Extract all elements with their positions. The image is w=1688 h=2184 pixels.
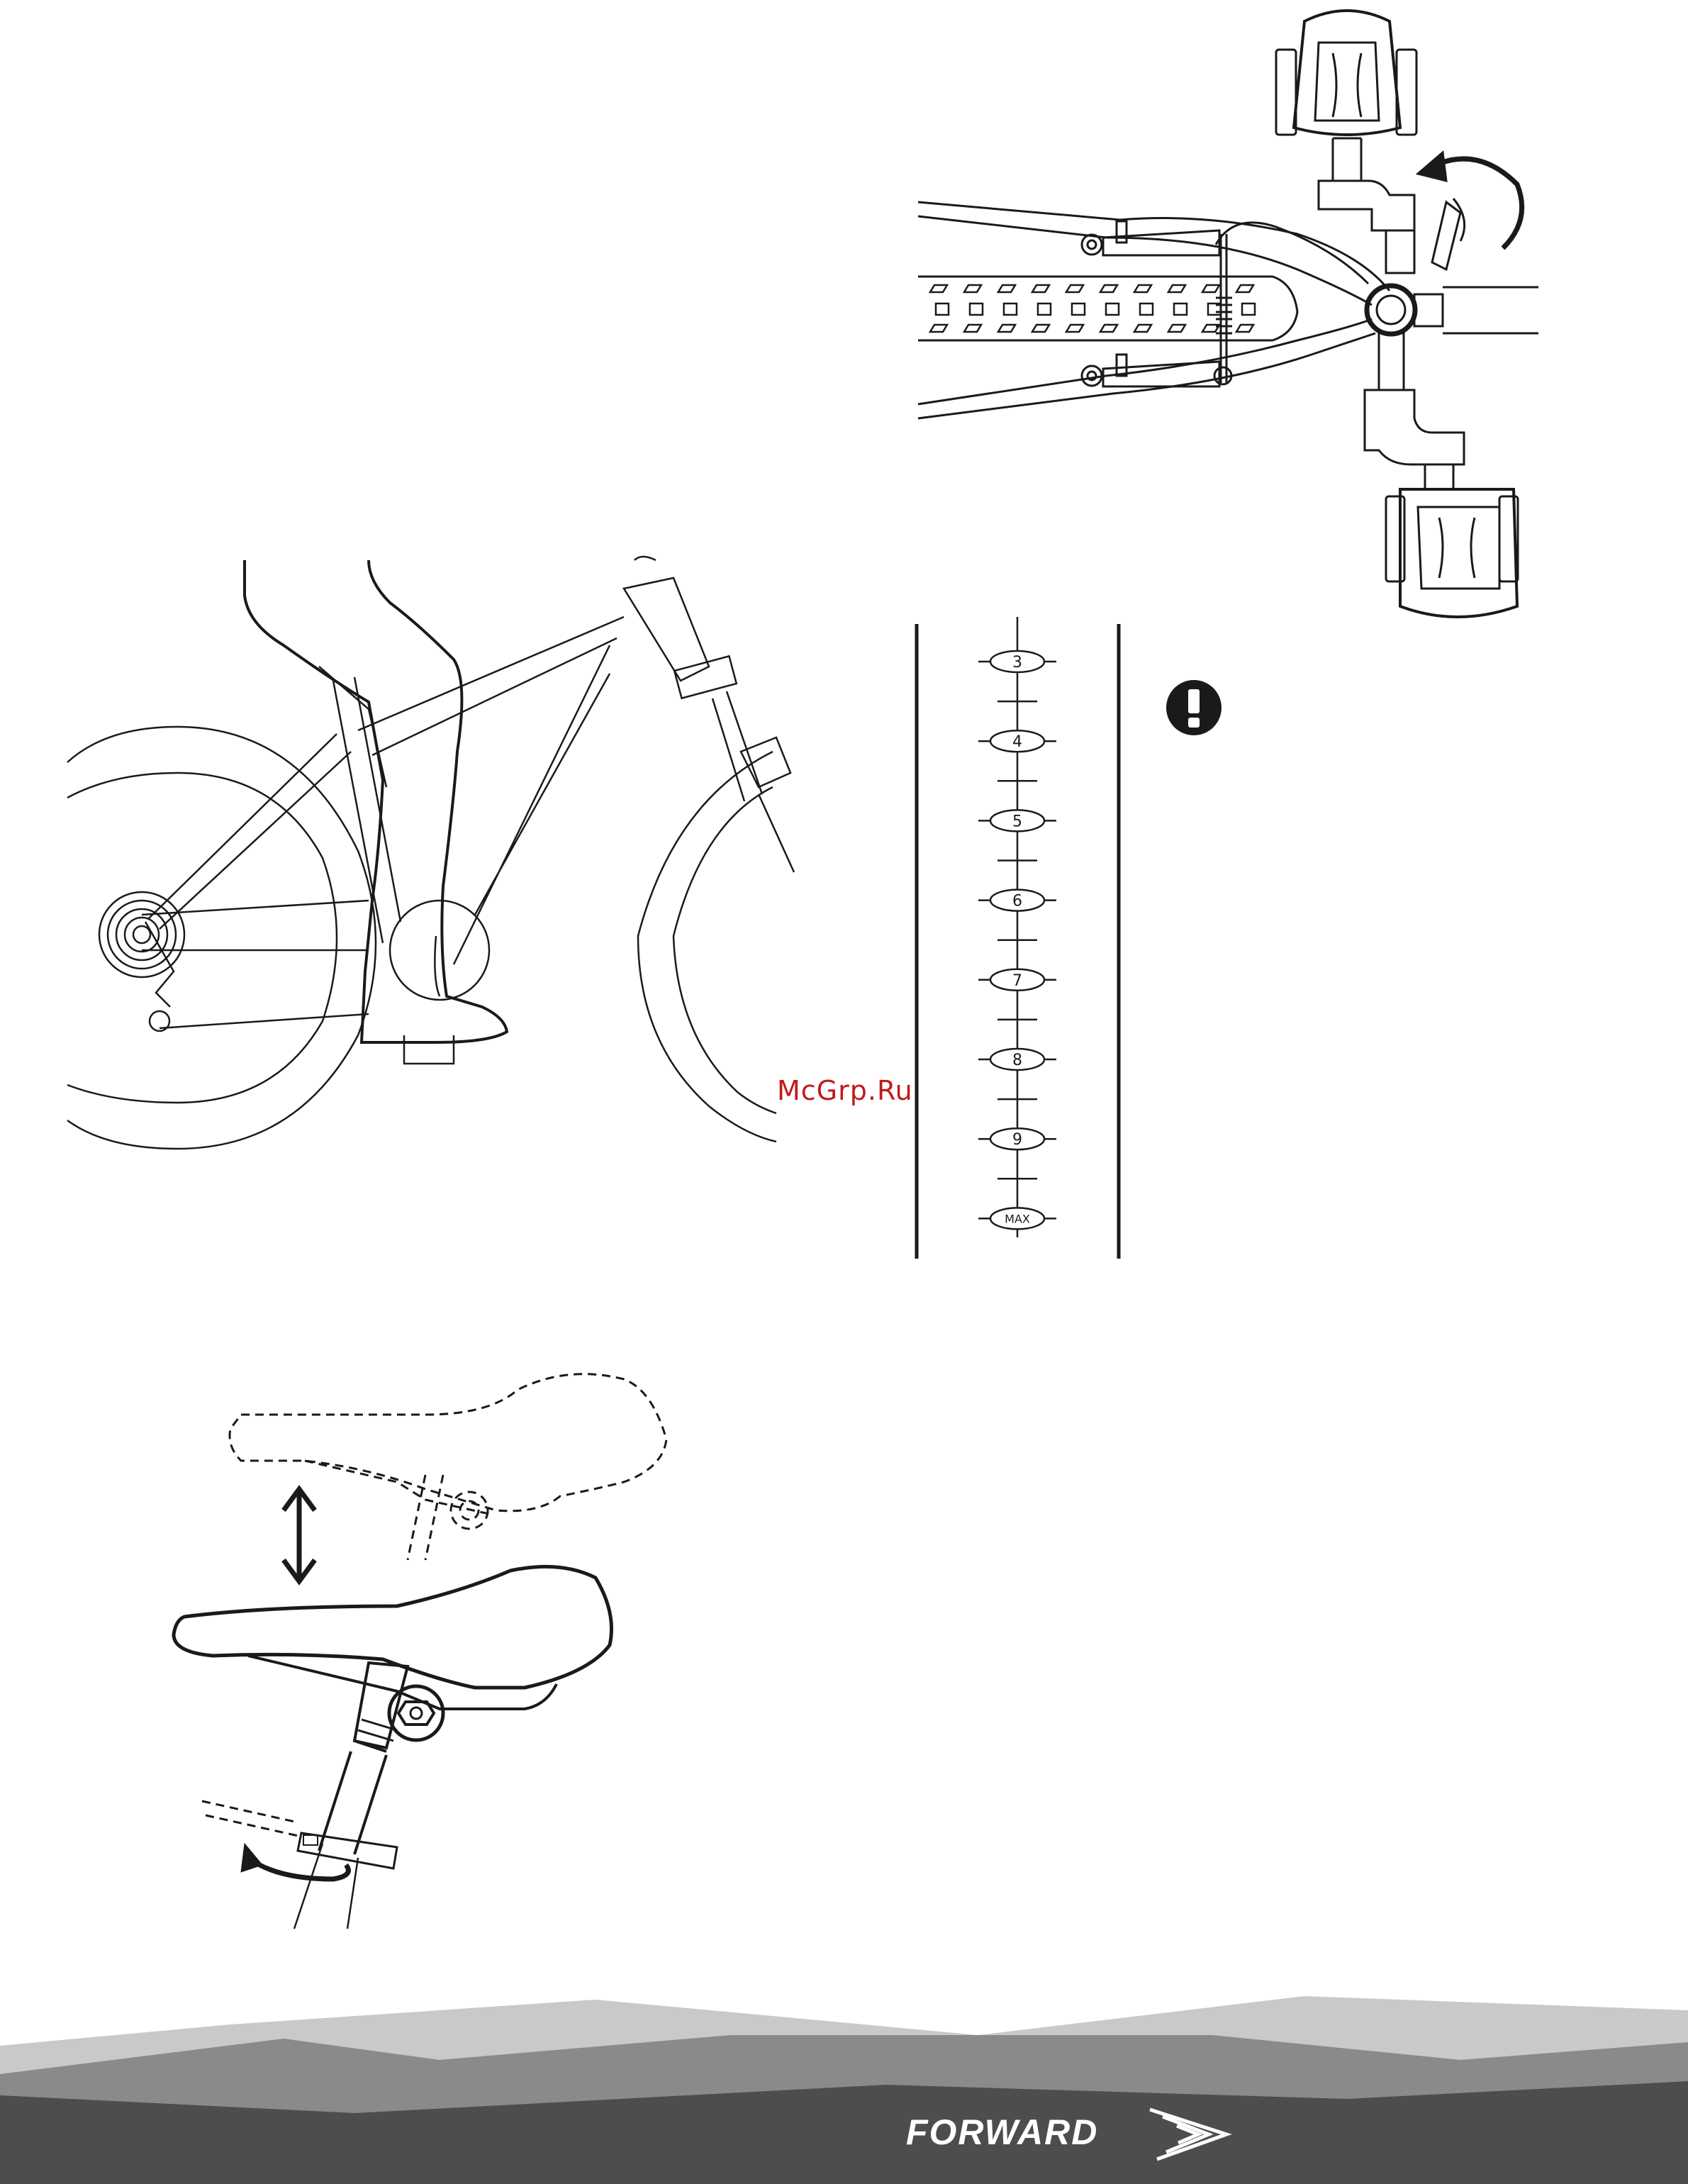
- saddle-adjustment-illustration: [174, 1374, 666, 1929]
- scale-mark-label: 6: [1012, 893, 1022, 910]
- seatpost-scale: [917, 617, 1119, 1259]
- scale-mark: 3: [990, 651, 1044, 672]
- scale-mark-label: 3: [1012, 654, 1022, 672]
- exclamation-warning-icon: [1166, 680, 1222, 735]
- scale-mark-label: 7: [1012, 972, 1022, 990]
- rider-on-bicycle-illustration: [67, 557, 794, 1149]
- lower-pedal-icon: [1386, 489, 1518, 617]
- scale-mark-label: 9: [1012, 1131, 1022, 1149]
- scale-mark: MAX: [990, 1208, 1044, 1229]
- scale-mark: 9: [990, 1128, 1044, 1149]
- scale-mark-label: 8: [1012, 1052, 1022, 1069]
- scale-mark: 8: [990, 1049, 1044, 1070]
- upper-pedal-icon: [1276, 11, 1416, 181]
- scale-mark-label: MAX: [1005, 1212, 1030, 1225]
- twist-arrow-icon: [248, 1858, 348, 1879]
- scale-mark-label: 4: [1012, 733, 1022, 751]
- brand-logo-text: FORWARD: [906, 2112, 1098, 2153]
- scale-mark: 4: [990, 730, 1044, 752]
- footer-band: [0, 1996, 1688, 2184]
- scale-mark-label: 5: [1012, 813, 1022, 830]
- quick-release-diagram: [918, 11, 1538, 617]
- up-down-arrow-icon: [284, 1489, 315, 1581]
- watermark-text: McGrp.Ru: [777, 1075, 913, 1106]
- scale-mark: 5: [990, 810, 1044, 831]
- tire-tread-pattern: [930, 285, 1255, 332]
- scale-mark: 6: [990, 890, 1044, 911]
- scale-mark: 7: [990, 969, 1044, 991]
